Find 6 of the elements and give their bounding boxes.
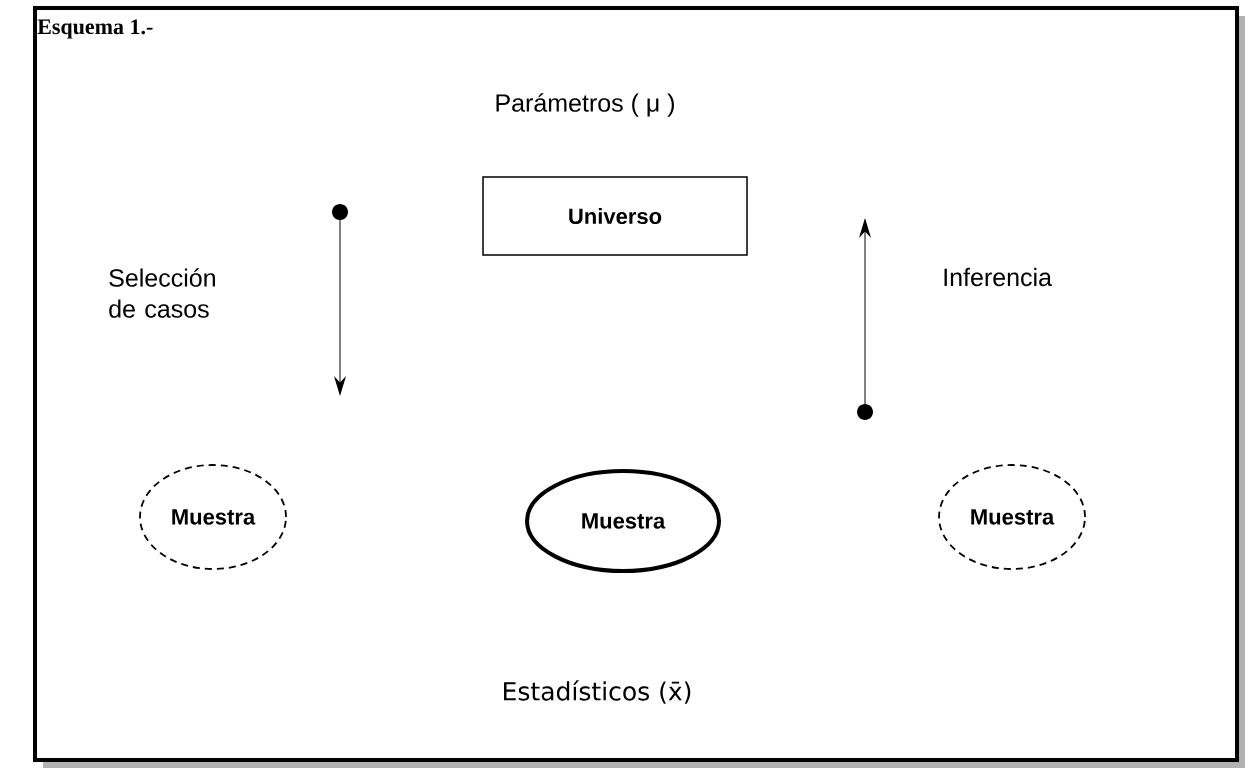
box: Universo [482, 176, 748, 256]
title: Esquema 1.- [37, 19, 153, 39]
label: Inferencia [944, 267, 1052, 287]
label: Estadísticos (x̄) [504, 680, 691, 704]
label: Parámetros ( μ ) [496, 93, 674, 117]
label: Selección de casos [109, 268, 215, 318]
